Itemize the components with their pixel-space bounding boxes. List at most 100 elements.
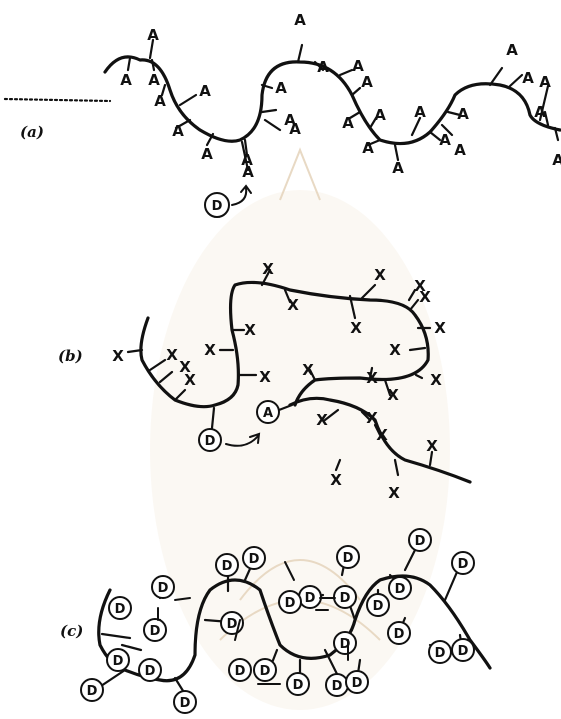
group-x-label: X (374, 266, 386, 284)
group-x-label: X (244, 321, 256, 339)
side-chain (308, 368, 317, 382)
svg-text:D: D (158, 581, 169, 596)
group-a-label: A (392, 159, 404, 177)
counterion-d: D (387, 621, 411, 645)
group-a-label: A (361, 73, 373, 91)
side-chain (553, 126, 560, 142)
side-chain (313, 60, 325, 72)
side-chain (263, 118, 282, 132)
counterion-d: D (451, 638, 475, 662)
side-chain (178, 93, 198, 107)
group-a-label: A (284, 111, 296, 129)
polymer-chain-c (97, 574, 492, 683)
group-a-label: A (342, 114, 354, 132)
group-a-label: A (199, 82, 211, 100)
side-chain (428, 130, 442, 142)
svg-text:D: D (435, 646, 446, 661)
side-chain (383, 378, 392, 397)
side-chain (508, 73, 524, 88)
side-chain (368, 366, 374, 380)
side-chain (408, 346, 427, 352)
group-a-label: A (147, 26, 159, 44)
group-x-label: X (414, 277, 426, 295)
group-x-label: X (316, 411, 328, 429)
svg-text:D: D (352, 676, 363, 691)
group-a-label: A (241, 151, 253, 169)
polymer-chain-b1 (139, 280, 430, 409)
group-x-label: X (434, 319, 446, 337)
side-chain (323, 408, 340, 422)
side-chain (393, 143, 400, 162)
group-x-label: X (389, 341, 401, 359)
group-x-label: X (419, 288, 431, 306)
svg-text:D: D (305, 591, 316, 606)
counterion-d: D (108, 596, 132, 620)
side-chain (334, 458, 342, 472)
counterion-d: D (333, 585, 357, 609)
counterion-d: D (253, 658, 277, 682)
group-a-label: A (362, 139, 374, 157)
svg-text:D: D (343, 551, 354, 566)
side-chain (410, 116, 422, 137)
side-chain (368, 116, 378, 130)
group-a-label: A (552, 151, 561, 169)
side-chain (160, 83, 167, 97)
group-x-label: X (259, 368, 271, 386)
svg-text:D: D (249, 552, 260, 567)
side-chain (148, 38, 155, 60)
svg-text:D: D (293, 678, 304, 693)
side-chain (428, 450, 434, 467)
group-a-label: A (289, 120, 301, 138)
svg-text:D: D (113, 654, 124, 669)
group-a-label: A (120, 71, 132, 89)
group-a-label: A (534, 103, 546, 121)
side-chain (408, 298, 420, 312)
svg-text:D: D (205, 434, 216, 449)
counterion-d: D (215, 553, 239, 577)
side-chain (126, 56, 132, 72)
group-x-label: X (430, 371, 442, 389)
side-chain (126, 348, 144, 354)
svg-text:D: D (150, 624, 161, 639)
arrow-a (231, 187, 248, 206)
group-x-label: X (166, 346, 178, 364)
counterion-a-b: A (256, 400, 280, 424)
polymer-chain-a (103, 55, 561, 146)
group-a-label: A (294, 11, 306, 29)
counterion-d: D (80, 678, 104, 702)
svg-text:D: D (222, 559, 233, 574)
side-chain (366, 138, 382, 147)
side-chain (260, 83, 274, 90)
side-chain (243, 138, 249, 157)
group-x-label: X (179, 358, 191, 376)
side-chain (296, 43, 304, 64)
counterion-d-a: D (204, 192, 230, 218)
side-chain (373, 423, 382, 437)
side-chain (393, 458, 400, 477)
group-a-label: A (414, 103, 426, 121)
svg-text:D: D (458, 557, 469, 572)
group-a-label: A (172, 122, 184, 140)
group-x-label: X (204, 341, 216, 359)
scan-artifact (3, 97, 112, 103)
side-chain (148, 358, 167, 372)
counterion-d: D (143, 618, 167, 642)
svg-text:D: D (115, 602, 126, 617)
polymer-chain-b2 (288, 396, 472, 484)
counterion-d: D (106, 648, 130, 672)
side-chain (283, 288, 292, 304)
counterion-d: D (228, 658, 252, 682)
svg-text:D: D (332, 679, 343, 694)
group-a-label: A (539, 73, 551, 91)
ion-hop-arrow (234, 619, 241, 641)
group-x-label: X (366, 409, 378, 427)
side-chain (173, 388, 187, 402)
svg-text:D: D (373, 599, 384, 614)
side-chain (360, 283, 377, 300)
group-x-label: X (302, 361, 314, 379)
group-x-label: X (426, 437, 438, 455)
counterion-d: D (278, 590, 302, 614)
